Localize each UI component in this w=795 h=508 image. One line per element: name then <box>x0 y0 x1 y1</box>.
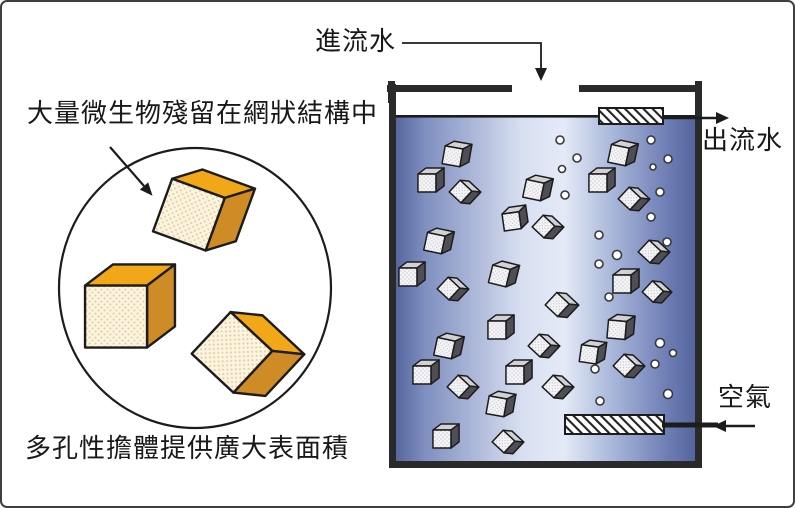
air-bubble <box>572 153 582 163</box>
suspended-carrier-cube <box>521 174 555 202</box>
porous-carrier-cube <box>83 263 177 349</box>
suspended-carrier-cube <box>432 332 466 360</box>
suspended-carrier-cube <box>446 374 480 400</box>
suspended-carrier-cube <box>527 333 561 359</box>
suspended-carrier-cube <box>637 239 671 265</box>
air-bubble <box>594 230 604 240</box>
suspended-carrier-cube <box>417 167 445 193</box>
suspended-carrier-cube <box>544 291 580 319</box>
air-bubble <box>604 292 614 302</box>
porous-carrier-cube <box>190 310 306 398</box>
porous-carrier-cube <box>151 168 257 252</box>
tank-wall <box>389 461 702 468</box>
air-bubble <box>557 164 567 174</box>
suspended-carrier-cube <box>422 227 456 255</box>
suspended-carrier-cube <box>501 204 529 232</box>
label-air: 空氣 <box>718 383 773 412</box>
suspended-carrier-cube <box>398 261 426 287</box>
influent-arrow <box>402 42 547 81</box>
outlet-screen <box>598 107 664 125</box>
suspended-carrier-cube <box>491 429 525 455</box>
label-microbes-in-mesh: 大量微生物殘留在網狀結構中 <box>27 99 379 128</box>
air-diffuser <box>564 414 665 435</box>
suspended-carrier-cube <box>531 214 565 240</box>
suspended-carrier-cube <box>641 280 673 304</box>
air-bubble <box>594 259 604 269</box>
suspended-carrier-cube <box>541 374 575 400</box>
suspended-carrier-cube <box>432 423 460 449</box>
air-bubble <box>668 348 678 358</box>
suspended-carrier-cube <box>485 390 517 418</box>
magnifier-arrow <box>109 146 153 196</box>
suspended-carrier-cube <box>487 314 515 340</box>
air-bubble <box>555 135 565 145</box>
suspended-carrier-cube <box>612 353 646 379</box>
suspended-carrier-cube <box>617 186 651 212</box>
label-effluent-water: 出流水 <box>702 126 784 155</box>
tank-wall <box>579 85 702 92</box>
air-bubble <box>662 237 672 247</box>
suspended-carrier-cube <box>448 179 482 205</box>
air-bubble <box>646 135 656 145</box>
suspended-carrier-cube <box>612 268 640 294</box>
air-bubble <box>655 187 665 197</box>
air-bubble <box>650 359 660 369</box>
water-surface-line <box>396 115 695 118</box>
air-bubble <box>663 154 673 164</box>
tank-wall <box>389 84 396 468</box>
air-bubble <box>595 396 605 406</box>
suspended-carrier-cube <box>578 339 608 365</box>
label-influent-water: 進流水 <box>315 27 397 56</box>
air-bubble <box>649 163 657 171</box>
air-arrow <box>713 420 755 432</box>
air-bubble <box>611 249 623 261</box>
suspended-carrier-cube <box>436 276 470 302</box>
suspended-carrier-cube <box>441 140 473 168</box>
effluent-arrow <box>663 112 729 124</box>
suspended-carrier-cube <box>505 359 533 385</box>
air-bubble <box>590 364 600 374</box>
suspended-carrier-cube <box>606 139 640 167</box>
air-bubble <box>662 388 674 400</box>
tank-wall <box>387 85 512 92</box>
suspended-carrier-cube <box>606 313 636 341</box>
air-bubble <box>646 212 656 222</box>
tank-wall <box>695 84 702 468</box>
label-porous-carrier: 多孔性擔體提供廣大表面積 <box>25 434 350 463</box>
suspended-carrier-cube <box>412 359 440 385</box>
air-bubble <box>560 190 570 200</box>
suspended-carrier-cube <box>487 260 521 288</box>
suspended-carrier-cube <box>588 167 616 193</box>
air-bubble <box>654 337 666 349</box>
